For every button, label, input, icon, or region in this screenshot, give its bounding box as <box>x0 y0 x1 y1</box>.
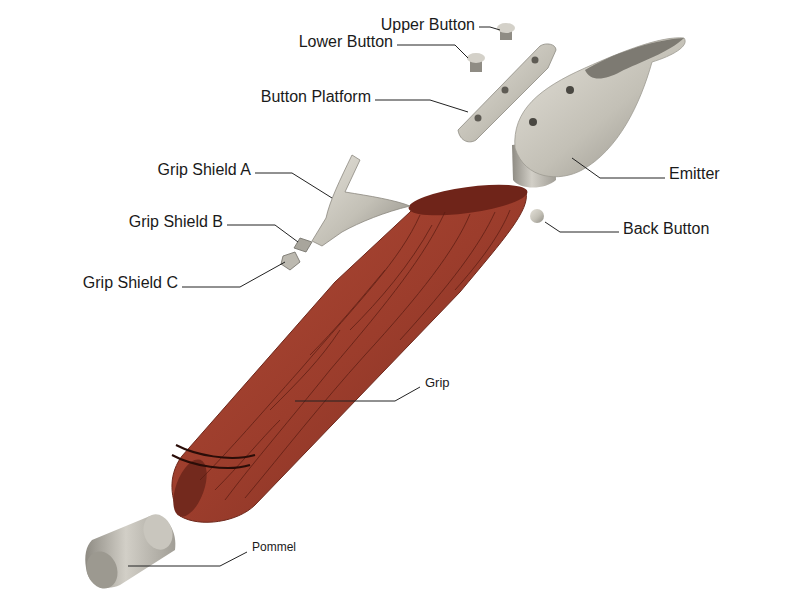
emitter-hole <box>529 118 537 126</box>
leader-line <box>182 262 285 287</box>
illustration-part <box>270 330 340 410</box>
leader-line <box>572 158 665 178</box>
grip-ring <box>176 445 255 458</box>
platform-hole <box>532 57 539 64</box>
part-label: Grip Shield B <box>129 213 223 231</box>
grip-top-opening <box>407 179 529 221</box>
leader-line <box>375 100 468 112</box>
illustration-part <box>245 214 470 498</box>
button-cap <box>467 53 485 63</box>
grip-part <box>167 179 530 523</box>
grip-shield-a <box>312 155 410 246</box>
part-label: Pommel <box>252 541 296 555</box>
grip-shields <box>281 155 410 270</box>
pommel-part <box>81 510 177 593</box>
button-platform <box>458 44 556 142</box>
pommel-end <box>81 547 122 593</box>
illustration-part <box>350 225 432 330</box>
upper-button <box>497 23 515 40</box>
part-label: Back Button <box>623 220 709 238</box>
back-button <box>530 209 544 223</box>
part-label: Grip <box>425 376 450 391</box>
leader-line <box>227 225 298 242</box>
illustration-part <box>200 215 420 480</box>
illustration-part <box>455 210 510 290</box>
illustration-part <box>310 270 385 355</box>
platform-hole <box>502 87 509 94</box>
leader-line <box>128 552 247 566</box>
leader-line <box>479 27 500 30</box>
lower-button <box>467 53 485 72</box>
part-label: Button Platform <box>261 88 371 106</box>
illustration-part <box>215 420 280 490</box>
button-cap <box>497 23 515 33</box>
grip-bottom-opening <box>167 455 214 521</box>
part-label: Grip Shield A <box>158 161 251 179</box>
leader-lines <box>128 27 665 566</box>
part-label: Emitter <box>669 165 720 183</box>
leader-line <box>545 222 619 232</box>
emitter-part <box>512 38 685 188</box>
platform-hole <box>475 115 482 122</box>
grip-shield-c <box>281 252 300 270</box>
grip-shield-b <box>294 238 312 252</box>
grip-body <box>172 187 526 522</box>
leader-line <box>255 173 332 198</box>
leader-line <box>295 387 420 401</box>
grip-ring <box>172 455 250 468</box>
illustration-part <box>225 212 445 500</box>
illustration-part <box>400 212 495 340</box>
part-label: Lower Button <box>299 33 393 51</box>
leader-line <box>397 45 468 58</box>
emitter-hole <box>566 86 574 94</box>
pommel-face <box>139 510 178 553</box>
part-label: Upper Button <box>381 16 475 34</box>
emitter-opening <box>585 38 684 79</box>
part-label: Grip Shield C <box>83 274 178 292</box>
